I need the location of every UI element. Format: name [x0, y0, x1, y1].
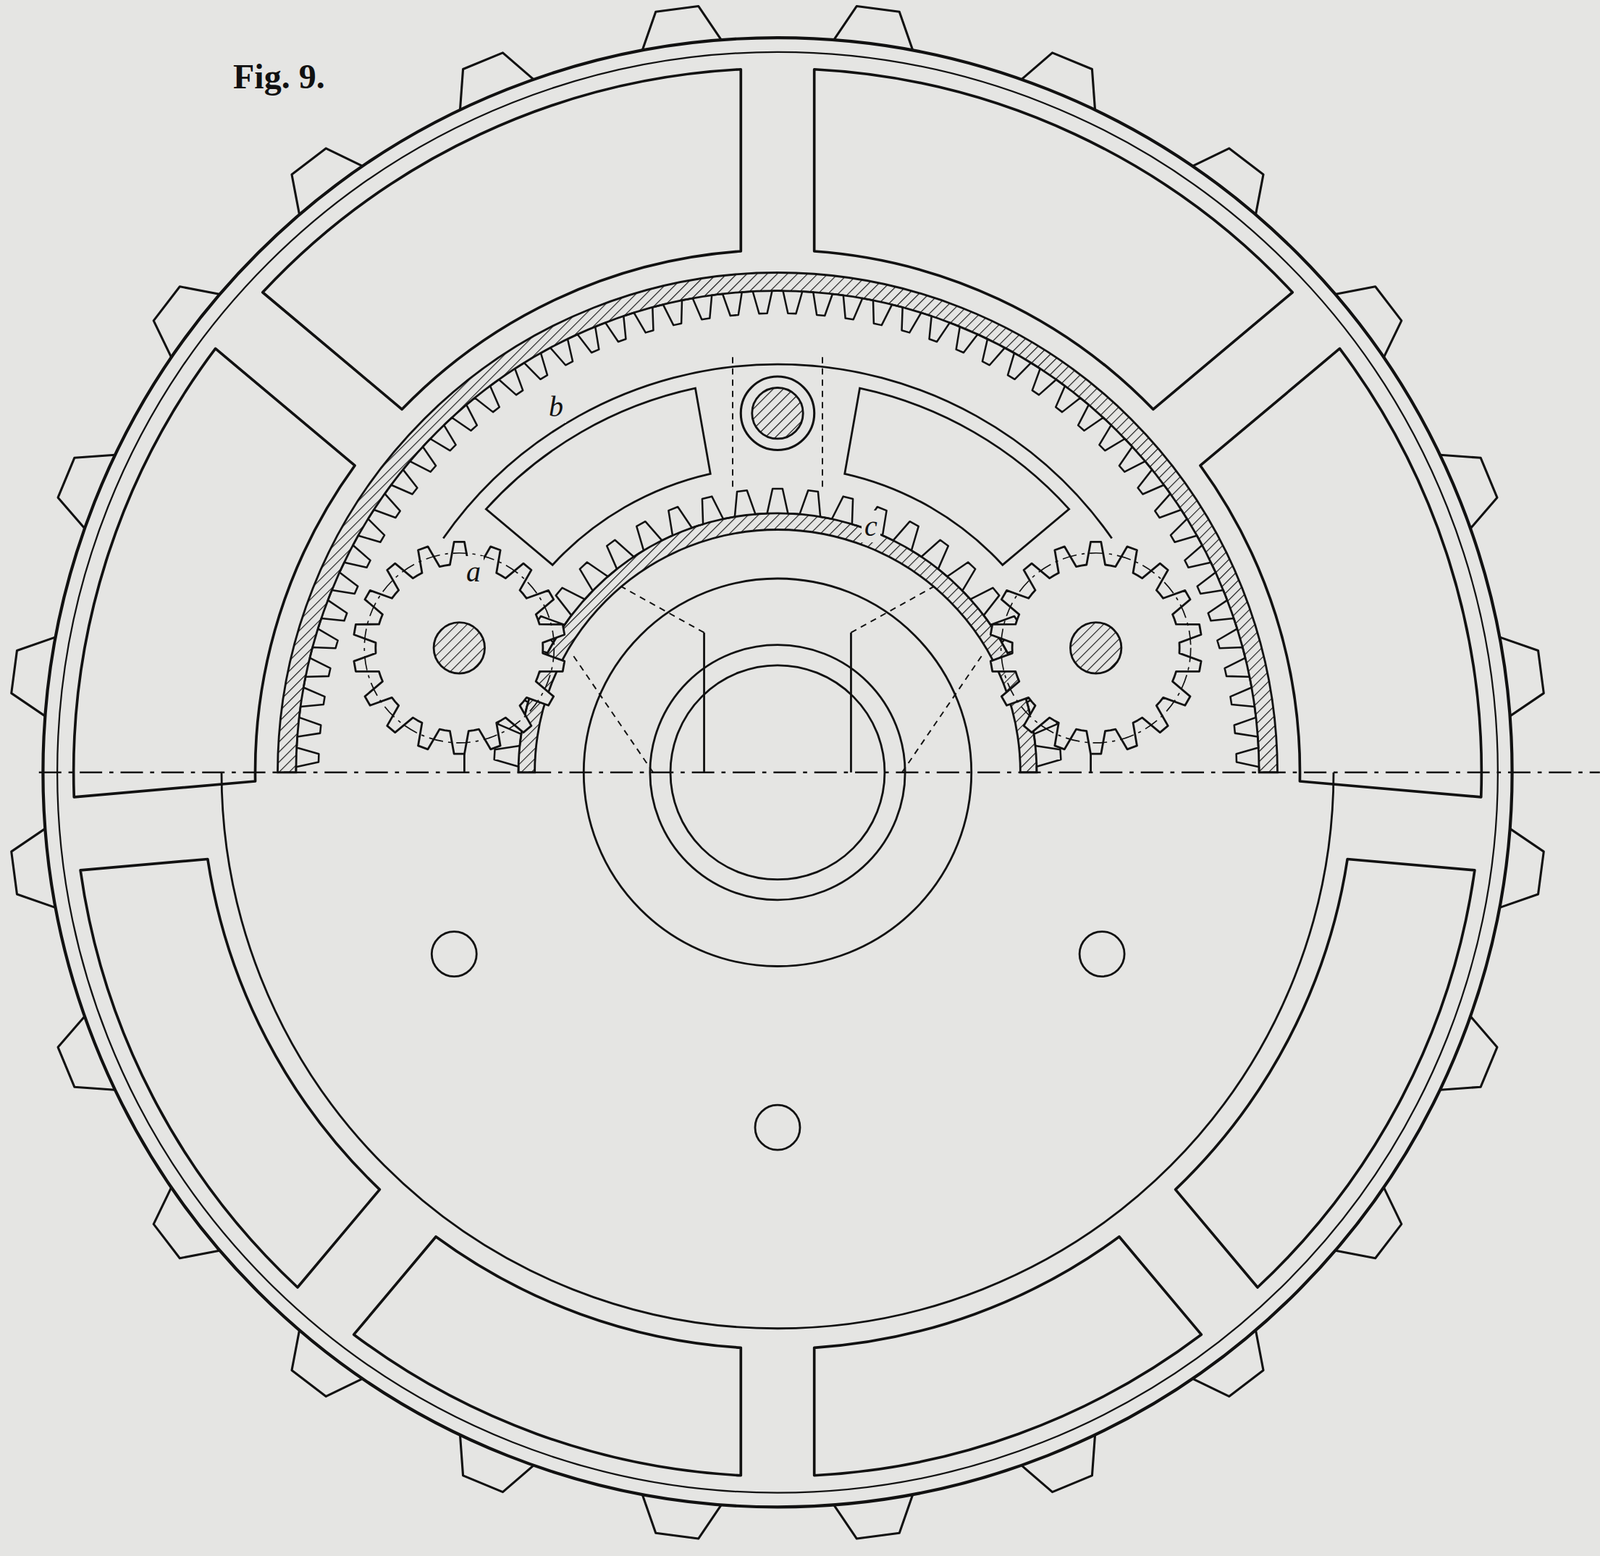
- web-window: [1175, 859, 1475, 1288]
- bolt-hole: [1079, 931, 1125, 977]
- ring-gear-shell: [277, 272, 1278, 772]
- planet-gear: [990, 541, 1202, 754]
- web-window: [354, 1236, 742, 1476]
- sun-gear-teeth: [494, 488, 1062, 773]
- figure-caption: Fig. 9.: [230, 57, 328, 97]
- sun-gear-rim: [518, 513, 1037, 773]
- pin-section: [752, 387, 803, 439]
- part-label: c: [861, 510, 881, 543]
- carrier-cutout: [844, 388, 1070, 565]
- hidden-line: [731, 356, 734, 490]
- carrier-edge: [702, 632, 706, 773]
- planet-gear: [354, 541, 565, 754]
- web-window: [73, 348, 355, 797]
- bolt-hole: [431, 931, 477, 977]
- bolt-hole: [755, 1104, 800, 1150]
- carrier-outline: [443, 364, 1112, 538]
- planet-axle: [1070, 622, 1121, 674]
- ring-gear-teeth: [296, 291, 1260, 773]
- carrier-pin: [740, 376, 814, 450]
- part-label: b: [545, 390, 567, 423]
- web-window: [1200, 348, 1482, 797]
- hidden-line: [571, 581, 984, 773]
- planet-axle: [433, 622, 485, 674]
- carrier-edge: [849, 632, 853, 773]
- web-window: [80, 859, 380, 1288]
- pitch-circle: [1001, 553, 1191, 743]
- hidden-line: [821, 356, 824, 490]
- web-window: [814, 1236, 1202, 1476]
- pitch-circle: [364, 553, 554, 743]
- part-label: a: [463, 556, 484, 588]
- centre-line: [39, 771, 1600, 774]
